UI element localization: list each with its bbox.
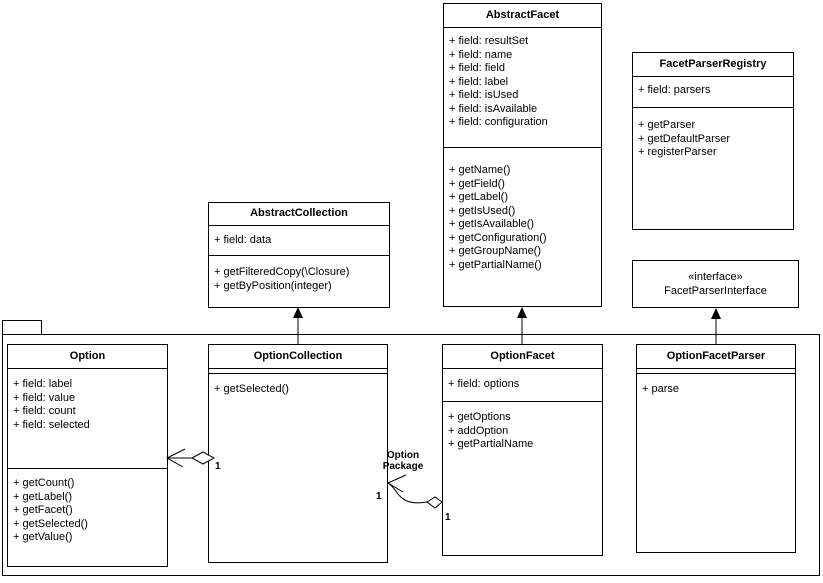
association-label-option-package: Option Package [368, 450, 438, 472]
class-title: OptionFacet [443, 345, 602, 369]
multiplicity-label: 1 [215, 461, 221, 472]
methods-compartment: + getParser + getDefaultParser + registe… [633, 108, 793, 229]
class-title: FacetParserInterface [664, 285, 767, 297]
methods-compartment: + getCount() + getLabel() + getFacet() +… [8, 469, 167, 566]
method-row: + getConfiguration() [449, 231, 547, 244]
fields-compartment: + field: options [443, 369, 602, 402]
class-title: AbstractCollection [209, 203, 389, 226]
class-abstract-collection: AbstractCollection + field: data + getFi… [208, 202, 390, 308]
method-row: + getLabel() [13, 490, 73, 503]
field-row: + field: options [448, 378, 520, 390]
method-row: + getFilteredCopy(\Closure) [214, 266, 350, 278]
method-row: + getIsAvailable() [449, 218, 535, 230]
method-row: + getSelected() [214, 383, 289, 395]
field-row: + field: label [449, 75, 509, 88]
field-row: + field: label [13, 378, 73, 390]
method-row: + getField() [449, 177, 505, 190]
inheritance-arrowhead-icon [711, 308, 721, 319]
method-row: + getOptions [448, 411, 511, 423]
class-option: Option + field: label + field: value + f… [7, 344, 168, 567]
field-row: + field: selected [13, 418, 90, 431]
inheritance-arrowhead-icon [293, 307, 303, 318]
fields-compartment: + field: data [209, 226, 389, 256]
field-row: + field: configuration [449, 116, 548, 128]
package-tab [2, 320, 42, 335]
methods-compartment: + getOptions + addOption + getPartialNam… [443, 402, 602, 555]
method-row: + getCount() [13, 477, 75, 489]
class-title: Option [8, 345, 167, 369]
method-row: + getIsUsed() [449, 204, 516, 217]
method-row: + getDefaultParser [638, 132, 731, 145]
class-title: OptionCollection [209, 345, 387, 369]
fields-compartment: + field: parsers [633, 77, 793, 108]
field-row: + field: value [13, 391, 76, 404]
association-label-line: Option [386, 450, 420, 461]
field-row: + field: data [214, 234, 272, 246]
fields-compartment: + field: label + field: value + field: c… [8, 369, 167, 469]
method-row: + getGroupName() [449, 245, 542, 257]
field-row: + field: name [449, 48, 513, 61]
method-row: + addOption [448, 424, 509, 437]
field-row: + field: parsers [638, 84, 711, 96]
field-row: + field: resultSet [449, 35, 529, 47]
class-title: AbstractFacet [444, 4, 601, 28]
field-row: + field: isAvailable [449, 102, 538, 115]
method-row: + getLabel() [449, 191, 509, 203]
association-label-line: Package [382, 461, 424, 472]
method-row: + getName() [449, 164, 511, 176]
class-option-facet: OptionFacet + field: options + getOption… [442, 344, 603, 556]
method-row: + getPartialName [448, 438, 534, 450]
method-row: + registerParser [638, 146, 717, 158]
methods-compartment: + parse [637, 374, 795, 552]
class-title: FacetParserRegistry [633, 53, 793, 77]
method-row: + getValue() [13, 531, 73, 543]
methods-compartment: + getSelected() [209, 374, 387, 562]
field-row: + field: isUsed [449, 89, 519, 101]
method-row: + getParser [638, 119, 696, 131]
class-title: OptionFacetParser [637, 345, 795, 369]
method-row: + getByPosition(integer) [214, 279, 332, 292]
multiplicity-label: 1 [376, 491, 382, 502]
method-row: + getFacet() [13, 504, 73, 516]
class-option-facet-parser: OptionFacetParser + parse [636, 344, 796, 553]
class-facet-parser-interface: «interface» FacetParserInterface [632, 260, 799, 308]
field-row: + field: count [13, 405, 76, 417]
method-row: + getPartialName() [449, 258, 542, 271]
inheritance-arrowhead-icon [517, 307, 527, 318]
fields-compartment-empty [637, 369, 795, 374]
fields-compartment: + field: resultSet + field: name + field… [444, 28, 601, 148]
fields-compartment-empty [209, 369, 387, 374]
class-abstract-facet: AbstractFacet + field: resultSet + field… [443, 3, 602, 307]
class-option-collection: OptionCollection + getSelected() [208, 344, 388, 563]
method-row: + getSelected() [13, 517, 88, 530]
methods-compartment: + getName() + getField() + getLabel() + … [444, 148, 601, 306]
method-row: + parse [642, 383, 679, 395]
stereotype-label: «interface» [688, 271, 743, 283]
class-facet-parser-registry: FacetParserRegistry + field: parsers + g… [632, 52, 794, 230]
field-row: + field: field [449, 62, 505, 74]
methods-compartment: + getFilteredCopy(\Closure) + getByPosit… [209, 256, 389, 307]
multiplicity-label: 1 [445, 512, 451, 523]
